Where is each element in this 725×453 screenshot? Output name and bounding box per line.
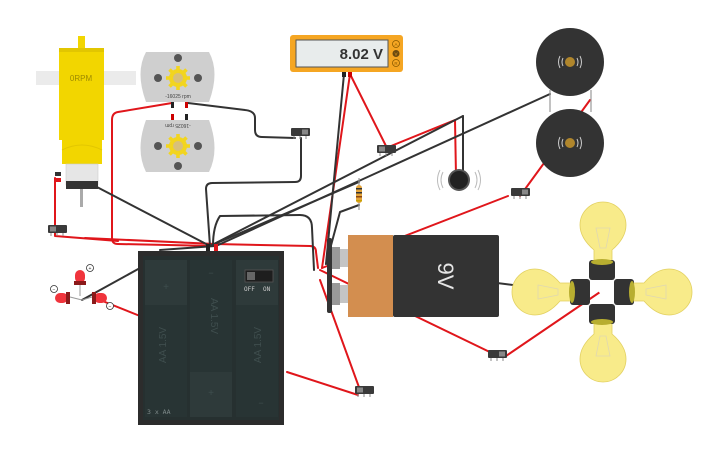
pack-terminal-red [214,244,218,251]
svg-text:R: R [394,61,398,66]
sound-icon [558,136,582,150]
wire-black[interactable] [205,137,302,247]
motor-shaft [80,189,83,207]
battery-voltage-label: 9V [433,263,458,290]
gearbox [62,140,102,164]
gear-icon [166,134,190,158]
slide-switch[interactable] [355,386,374,397]
led-left[interactable]: − [50,285,83,305]
gear-motor[interactable]: 0RPM [36,36,136,207]
motor-terminal-red [55,178,61,182]
svg-text:+: + [89,266,92,272]
motor-rpm-label: 0RPM [70,74,93,83]
battery-body [393,235,499,317]
dc-motor-top[interactable]: -16025 rpm [140,52,215,108]
cell-label: AA 1.5V [158,327,169,363]
dc-motor-rpm: -16025 rpm [165,94,191,100]
battery-clip [327,238,332,313]
motor-axle [78,36,85,48]
pack-terminal-black [206,244,210,251]
pack-power-switch[interactable]: OFF ON [244,269,274,293]
multimeter-display [295,39,389,68]
svg-text:−: − [109,304,112,310]
motor-body [59,48,104,140]
light-bulb-right[interactable] [614,268,693,316]
mode-button-a[interactable]: A [392,40,400,48]
minus-sign: − [258,398,263,408]
svg-text:V: V [394,52,397,57]
slide-switch[interactable] [48,225,67,236]
mode-button-r[interactable]: R [392,59,400,67]
minus-sign: − [208,268,213,278]
wire-black[interactable] [187,102,296,139]
svg-text:A: A [394,42,397,47]
piezo-buzzer-top[interactable] [536,28,604,112]
wires [54,73,604,396]
pack-label: 3 x AA [147,408,171,416]
wire-black[interactable] [209,181,360,247]
led-top[interactable]: + [74,264,94,297]
wire-black[interactable] [215,93,551,247]
wire-red[interactable] [84,237,216,245]
wire-black[interactable] [159,245,216,251]
slide-switch[interactable] [511,188,530,199]
cell-label: AA 1.5V [253,327,264,363]
piezo-buzzer-bottom[interactable] [536,109,604,177]
mode-button-v[interactable]: V [392,50,400,57]
light-bulb-left[interactable] [511,268,590,316]
vibration-motor[interactable] [437,169,481,191]
polarity-badge [50,285,58,293]
battery-terminal-cap [348,235,393,317]
motor-terminal-black [55,172,61,176]
multimeter-reading: 8.02 V [340,46,383,63]
light-bulb-cluster[interactable] [511,201,693,383]
slide-switch[interactable] [377,145,396,156]
vibration-icon [437,169,481,191]
plus-sign: + [163,282,169,293]
switch-off-label: OFF [244,286,255,293]
led-group[interactable]: + − − [50,264,114,311]
switch-on-label: ON [263,286,271,293]
aa-battery-pack[interactable]: AA 1.5V AA 1.5V AA 1.5V + + − − 3 x AA O… [138,244,284,425]
gear-icon [166,66,190,90]
dc-motor-rpm: -16025 rpm [165,122,191,128]
plus-sign: + [208,388,214,399]
sound-icon [558,55,582,69]
slide-switch[interactable] [291,128,310,139]
polarity-badge [106,302,114,310]
wire-red[interactable] [321,73,351,269]
multimeter[interactable]: 8.02 V A V R [290,35,403,77]
battery-9v[interactable]: 9V [327,235,499,317]
light-bulb-bottom[interactable] [579,304,627,383]
wire-black[interactable] [212,214,315,271]
probe-v[interactable] [348,72,352,77]
wire-black[interactable] [325,73,345,265]
wire-red[interactable] [214,243,319,269]
wire-red[interactable] [349,73,387,147]
wire-black[interactable] [209,115,464,247]
svg-text:−: − [53,287,56,293]
dc-motor-bottom[interactable]: -16025 rpm [140,114,215,172]
wire-red[interactable] [286,371,359,396]
wire-red[interactable] [111,102,216,247]
probe-com[interactable] [342,72,346,77]
polarity-badge [86,264,94,272]
resistor[interactable] [356,178,362,210]
light-bulb-top[interactable] [579,201,627,280]
slide-switch[interactable] [488,350,507,361]
cell-label: AA 1.5V [208,298,219,334]
wire-black[interactable] [81,267,141,301]
led-right[interactable]: − [81,292,114,310]
wire-red[interactable] [319,279,361,391]
wire-black[interactable] [94,185,211,247]
